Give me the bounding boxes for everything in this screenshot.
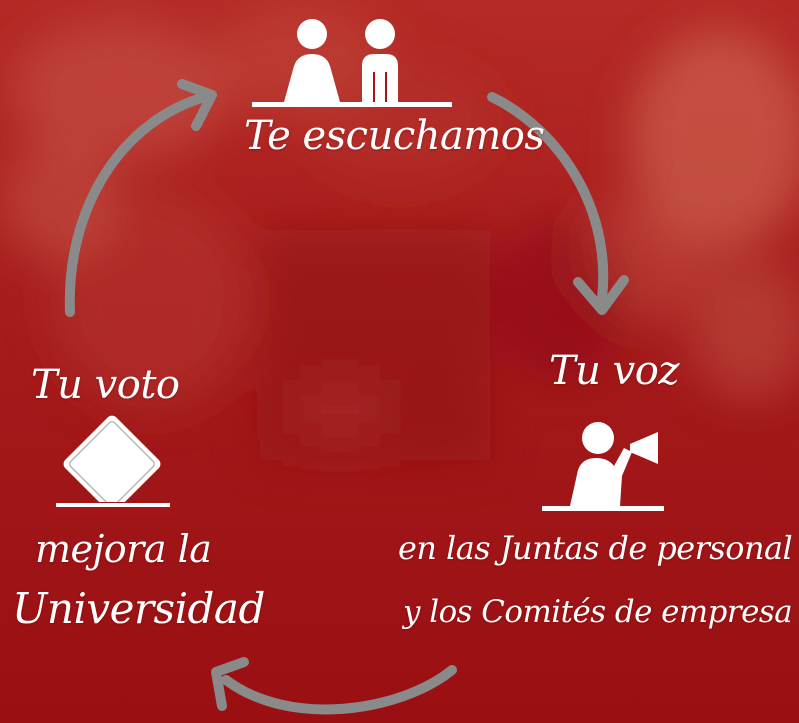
arrow-boards-to-improve-head bbox=[211, 657, 249, 711]
boards-label-line-1: en las Juntas de personal bbox=[398, 529, 793, 567]
vote-label: Tu voto bbox=[31, 362, 180, 408]
arrow-listen-to-voice bbox=[487, 92, 609, 303]
voice-label: Tu voz bbox=[549, 348, 679, 394]
arrow-boards-to-improve bbox=[221, 665, 457, 715]
arrow-vote-to-listen bbox=[64, 91, 213, 317]
arrow-listen-to-voice-head bbox=[573, 275, 629, 315]
improve-label-line-1: mejora la bbox=[35, 527, 212, 571]
arrow-vote-to-listen-head bbox=[177, 79, 217, 131]
two-people-at-table-icon bbox=[252, 19, 452, 107]
listen-label: Te escuchamos bbox=[244, 113, 545, 159]
person-with-megaphone-icon bbox=[542, 422, 664, 511]
ballot-box-icon bbox=[50, 415, 176, 516]
improve-label-line-2: Universidad bbox=[12, 584, 265, 633]
boards-label-line-2: y los Comités de empresa bbox=[403, 594, 793, 630]
